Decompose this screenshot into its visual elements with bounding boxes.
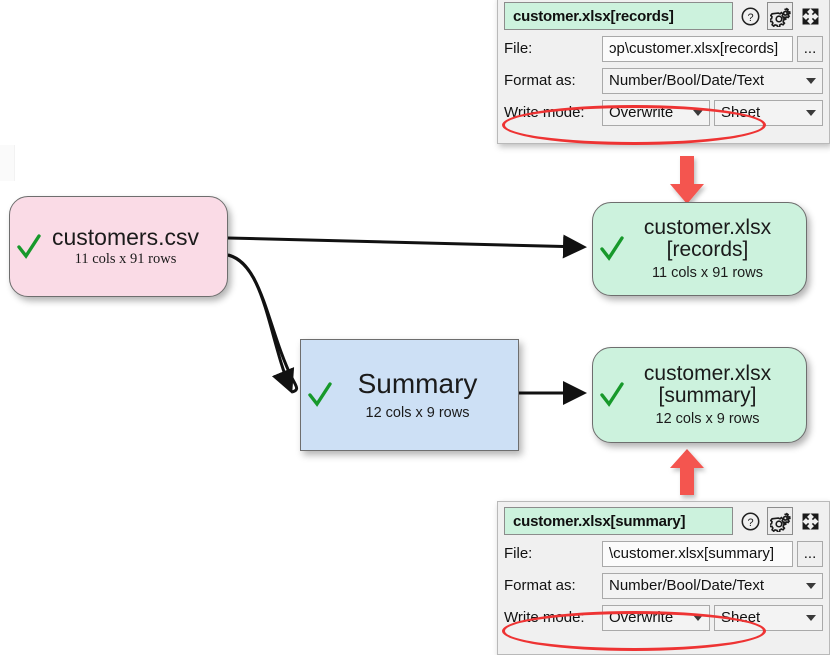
node-summary[interactable]: Summary 12 cols x 9 rows [300,339,519,451]
chevron-down-icon [693,614,703,621]
chevron-down-icon [693,109,703,116]
properties-panel-summary: customer.xlsx[summary] ? [497,501,830,655]
expand-icon[interactable] [797,507,823,535]
node-subtitle: 11 cols x 91 rows [652,265,763,282]
annotation-arrow-down [670,156,704,204]
chevron-down-icon [806,109,816,116]
browse-button[interactable]: ... [797,540,823,567]
browse-button[interactable]: ... [797,35,823,62]
node-subtitle: 11 cols x 91 rows [74,251,177,268]
write-mode-select[interactable]: Overwrite [602,99,710,126]
edge-customers-to-records [227,234,587,259]
panel-title-row: customer.xlsx[records] ? [504,1,823,31]
write-mode-row: Write mode: Overwrite Sheet [504,98,823,127]
green-check-icon [308,382,332,407]
expand-icon[interactable] [797,2,823,30]
annotation-arrow-up [670,449,704,495]
svg-text:?: ? [747,11,753,23]
help-icon[interactable]: ? [737,2,763,30]
node-title: customers.csv [52,223,199,250]
svg-text:?: ? [747,516,753,528]
write-mode-row: Write mode: Overwrite Sheet [504,603,823,632]
node-customer-xlsx-summary[interactable]: customer.xlsx [summary] 12 cols x 9 rows [592,347,807,443]
file-row: File: \customer.xlsx[summary] ... [504,539,823,568]
edge-customers-to-summary [227,253,295,394]
green-check-icon [17,233,41,259]
write-mode-value: Overwrite [609,609,674,626]
chevron-down-icon [806,582,816,589]
help-icon[interactable]: ? [737,507,763,535]
panel-title-field[interactable]: customer.xlsx[records] [504,2,733,30]
chevron-down-icon [806,77,816,84]
node-subtitle: 12 cols x 9 rows [365,404,470,421]
write-target-value: Sheet [721,609,761,626]
gear-icon[interactable] [767,2,793,30]
write-target-value: Sheet [721,104,761,121]
format-select[interactable]: Number/Bool/Date/Text [602,572,823,599]
file-input[interactable]: \customer.xlsx[summary] [602,540,793,567]
node-title: customer.xlsx [records] [643,215,772,261]
chevron-down-icon [806,614,816,621]
node-title: Summary [357,368,478,400]
gear-icon[interactable] [767,507,793,535]
format-row: Format as: Number/Bool/Date/Text [504,571,823,600]
format-label: Format as: [504,72,576,89]
file-row: File: ɔp\customer.xlsx[records] ... [504,34,823,63]
node-title: customer.xlsx [summary] [643,361,772,407]
green-check-icon [600,236,624,261]
write-mode-select[interactable]: Overwrite [602,604,710,631]
left-edge-sliver [0,145,15,181]
node-subtitle: 12 cols x 9 rows [655,411,760,428]
node-customers-csv[interactable]: customers.csv 11 cols x 91 rows [9,196,228,297]
node-customer-xlsx-records[interactable]: customer.xlsx [records] 11 cols x 91 row… [592,202,807,296]
format-select[interactable]: Number/Bool/Date/Text [602,67,823,94]
write-target-select[interactable]: Sheet [714,99,823,126]
format-select-value: Number/Bool/Date/Text [609,577,765,594]
write-mode-value: Overwrite [609,104,674,121]
edge-customers-to-summary-path [227,253,299,394]
format-select-value: Number/Bool/Date/Text [609,72,765,89]
panel-title-row: customer.xlsx[summary] ? [504,506,823,536]
file-input[interactable]: ɔp\customer.xlsx[records] [602,35,793,62]
panel-title-field[interactable]: customer.xlsx[summary] [504,507,733,535]
format-label: Format as: [504,577,576,594]
green-check-icon [600,382,624,407]
write-target-select[interactable]: Sheet [714,604,823,631]
properties-panel-records: customer.xlsx[records] ? [497,0,830,145]
write-mode-label: Write mode: [504,104,585,121]
write-mode-label: Write mode: [504,609,585,626]
format-row: Format as: Number/Bool/Date/Text [504,66,823,95]
file-label: File: [504,40,533,57]
file-label: File: [504,545,533,562]
